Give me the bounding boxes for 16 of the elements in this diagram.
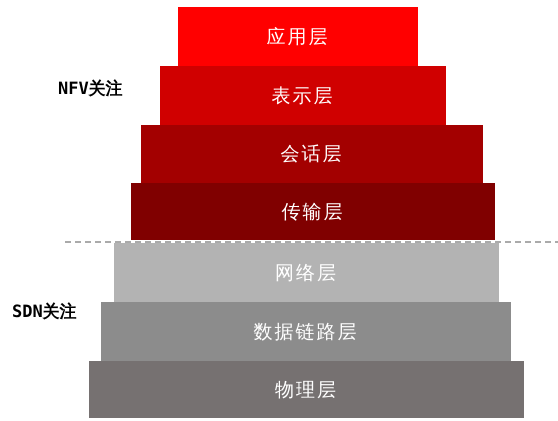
layer-bar <box>101 302 511 361</box>
layer-name: 会话层 <box>280 142 344 167</box>
layer-bar <box>89 361 524 418</box>
focus-label: NFV关注 <box>58 78 123 100</box>
layer-bar <box>114 243 499 302</box>
layer-name: 传输层 <box>282 200 344 224</box>
layer-name: 应用层 <box>266 24 330 50</box>
layer-name: 网络层 <box>275 260 338 286</box>
layer-name: 数据链路层 <box>254 320 358 344</box>
layer-name: 物理层 <box>275 378 338 402</box>
layer-bar <box>131 183 495 240</box>
layer-name: 表示层 <box>272 84 334 108</box>
focus-label: SDN关注 <box>12 301 77 323</box>
layer-bar <box>178 7 418 66</box>
layer-bar <box>160 66 446 125</box>
layer-bar <box>141 125 483 183</box>
